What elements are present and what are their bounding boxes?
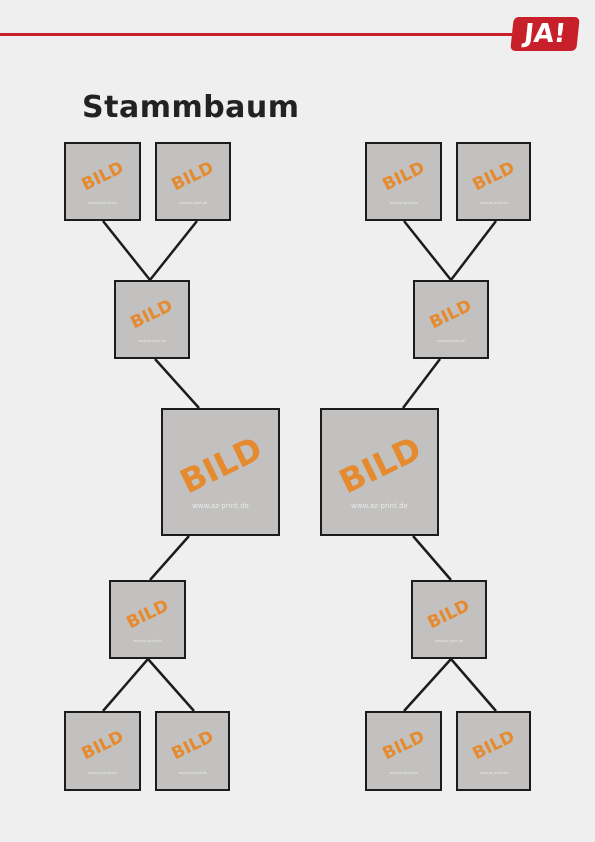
placeholder-url: www.az-print.de <box>88 201 117 205</box>
connector-line <box>149 220 198 281</box>
placeholder-label: BILD <box>123 595 172 634</box>
placeholder-url: www.az-print.de <box>178 770 207 775</box>
connector-line <box>154 358 200 409</box>
placeholder-url: www.az-print.de <box>88 770 117 775</box>
placeholder-label: BILD <box>379 727 428 765</box>
photo-placeholder[interactable]: BILD www.az-print.de <box>413 280 489 359</box>
photo-placeholder[interactable]: BILD www.az-print.de <box>411 580 487 659</box>
photo-placeholder-large[interactable]: BILD www.az-print.de <box>161 408 280 536</box>
photo-placeholder[interactable]: BILD www.az-print.de <box>155 711 230 791</box>
photo-placeholder[interactable]: BILD www.az-print.de <box>109 580 186 659</box>
connector-line <box>412 535 452 581</box>
placeholder-url: www.az-print.de <box>389 201 418 205</box>
placeholder-label: BILD <box>424 595 474 634</box>
placeholder-label: BILD <box>173 428 268 501</box>
placeholder-url: www.az-print.de <box>178 201 208 205</box>
connector-line <box>147 658 195 712</box>
header-rule <box>0 33 512 36</box>
placeholder-label: BILD <box>379 157 428 196</box>
connector-line <box>102 220 151 281</box>
photo-placeholder[interactable]: BILD www.az-print.de <box>456 142 531 221</box>
photo-placeholder[interactable]: BILD www.az-print.de <box>365 142 442 221</box>
photo-placeholder[interactable]: BILD www.az-print.de <box>365 711 442 791</box>
connector-line <box>149 535 190 581</box>
connector-line <box>402 358 441 409</box>
photo-placeholder[interactable]: BILD www.az-print.de <box>64 142 141 221</box>
photo-placeholder-large[interactable]: BILD www.az-print.de <box>320 408 439 536</box>
photo-placeholder[interactable]: BILD www.az-print.de <box>155 142 231 221</box>
placeholder-url: www.az-print.de <box>434 639 464 643</box>
placeholder-url: www.az-print.de <box>389 770 418 775</box>
placeholder-url: www.az-print.de <box>479 770 508 775</box>
photo-placeholder[interactable]: BILD www.az-print.de <box>64 711 141 791</box>
placeholder-label: BILD <box>168 157 218 196</box>
placeholder-url: www.az-print.de <box>479 201 508 205</box>
connector-line <box>403 220 452 281</box>
placeholder-label: BILD <box>78 157 127 196</box>
placeholder-label: BILD <box>78 727 127 765</box>
connector-line <box>102 658 149 712</box>
placeholder-label: BILD <box>426 295 476 334</box>
placeholder-label: BILD <box>469 157 518 196</box>
placeholder-url: www.az-print.de <box>436 339 466 343</box>
placeholder-url: www.az-print.de <box>133 639 162 643</box>
placeholder-url: www.az-print.de <box>137 339 167 343</box>
photo-placeholder[interactable]: BILD www.az-print.de <box>114 280 190 359</box>
page-title: Stammbaum <box>82 90 300 125</box>
connector-line <box>450 658 497 712</box>
connector-line <box>450 220 497 281</box>
placeholder-url: www.az-print.de <box>351 502 408 511</box>
placeholder-label: BILD <box>332 428 427 501</box>
placeholder-label: BILD <box>168 727 217 765</box>
connector-line <box>403 658 452 712</box>
placeholder-url: www.az-print.de <box>192 502 249 511</box>
photo-placeholder[interactable]: BILD www.az-print.de <box>456 711 531 791</box>
placeholder-label: BILD <box>127 295 177 334</box>
placeholder-label: BILD <box>469 727 518 765</box>
